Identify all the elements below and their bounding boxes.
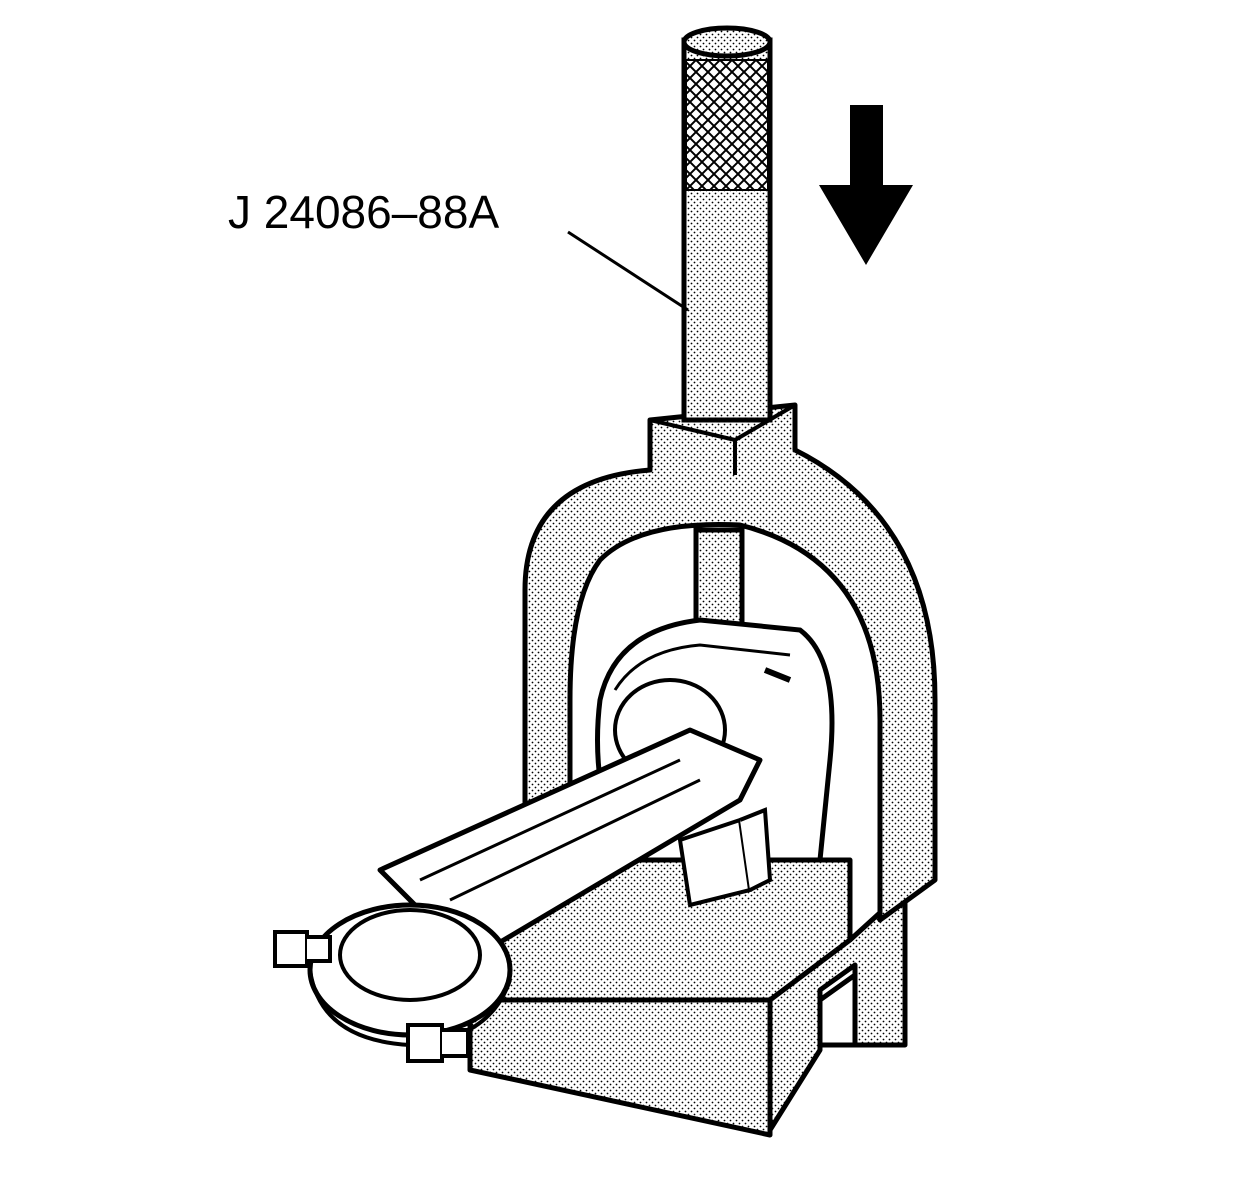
tool-callout: J 24086–88A: [228, 186, 689, 312]
rod-bolt-right: [406, 1023, 470, 1063]
tool-label: J 24086–88A: [228, 186, 499, 238]
callout-leader-line: [567, 230, 689, 312]
rod-bolt-left: [273, 930, 332, 968]
support-block: [677, 807, 773, 908]
press-frame: [522, 402, 938, 923]
press-plunger: [681, 25, 773, 686]
arrow-down-icon: [819, 105, 913, 265]
